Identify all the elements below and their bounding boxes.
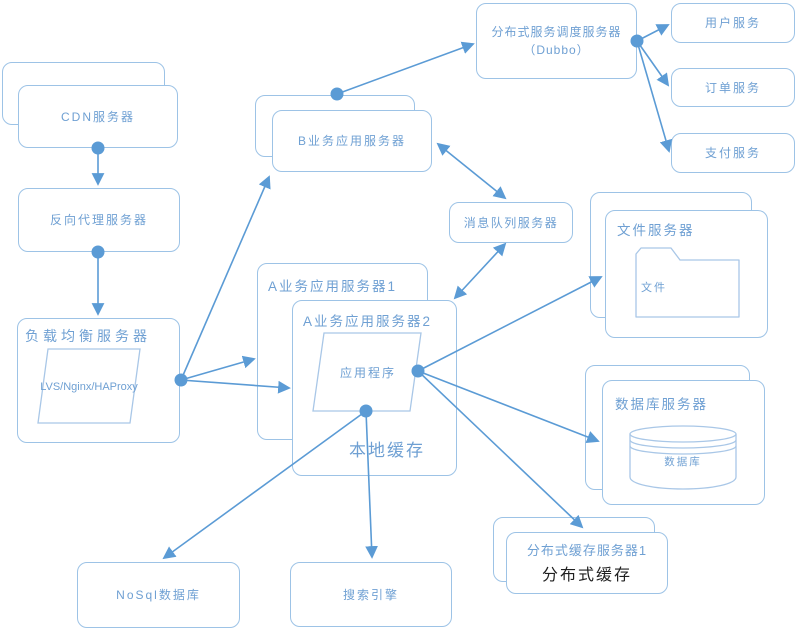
cdn-server-label: CDN服务器 (61, 109, 135, 124)
arrow-dubbo-to-order-service (636, 40, 670, 87)
folder-label: 文件 (641, 282, 667, 294)
db-server-title: 数据库服务器 (615, 397, 708, 412)
a-app-server-2-title: A业务应用服务器2 (303, 314, 433, 329)
node-dubbo-scheduler: 分布式服务调度服务器 （Dubbo） (476, 3, 637, 79)
arrow-lb-to-a-app-1 (180, 355, 256, 381)
node-order-service: 订单服务 (671, 68, 795, 107)
node-message-queue-server: 消息队列服务器 (449, 202, 573, 243)
node-reverse-proxy-server: 反向代理服务器 (18, 188, 180, 252)
order-service-label: 订单服务 (704, 80, 761, 95)
node-user-service: 用户服务 (671, 3, 795, 43)
reverse-proxy-label: 反向代理服务器 (49, 213, 148, 227)
dubbo-label-line1: 分布式服务调度服务器 (491, 25, 622, 39)
dubbo-label-line2: （Dubbo） (523, 43, 590, 57)
message-queue-label: 消息队列服务器 (463, 215, 559, 230)
distributed-cache-note: 分布式缓存 (541, 566, 632, 584)
node-pay-service: 支付服务 (671, 133, 795, 173)
arrow-mq-a-app-2-bidirectional (453, 242, 507, 300)
arrow-dubbo-to-pay-service (636, 40, 673, 153)
file-server-title: 文件服务器 (617, 223, 695, 238)
node-nosql-db: NoSql数据库 (77, 562, 240, 628)
node-cdn-server: CDN服务器 (18, 85, 178, 148)
nosql-db-label: NoSql数据库 (116, 588, 201, 602)
node-db-server: 数据库服务器 (602, 380, 765, 505)
node-b-app-server: B业务应用服务器 (272, 110, 432, 172)
node-search-engine: 搜索引擎 (290, 562, 452, 627)
user-service-label: 用户服务 (704, 16, 761, 30)
database-label: 数据库 (664, 456, 702, 468)
node-distributed-cache-server: 分布式缓存服务器1 分布式缓存 (506, 532, 668, 594)
load-balancer-title: 负载均衡服务器 (25, 328, 151, 344)
arrow-dubbo-to-user-service (636, 24, 670, 42)
node-file-server: 文件服务器 (605, 210, 768, 338)
arrow-b-app-mq-bidirectional (436, 142, 507, 200)
b-app-server-label: B业务应用服务器 (297, 134, 406, 148)
arrow-lb-to-b-app (180, 175, 271, 381)
distributed-cache-title: 分布式缓存服务器1 (526, 543, 648, 559)
pay-service-label: 支付服务 (704, 146, 761, 160)
lvs-component-label: LVS/Nginx/HAProxy (40, 381, 138, 393)
arrow-b-app-to-dubbo (336, 41, 475, 95)
a-app-server-1-title: A业务应用服务器1 (268, 279, 398, 294)
search-engine-label: 搜索引擎 (342, 587, 399, 602)
app-component-label: 应用程序 (339, 366, 396, 380)
local-cache-note: 本地缓存 (349, 441, 425, 460)
